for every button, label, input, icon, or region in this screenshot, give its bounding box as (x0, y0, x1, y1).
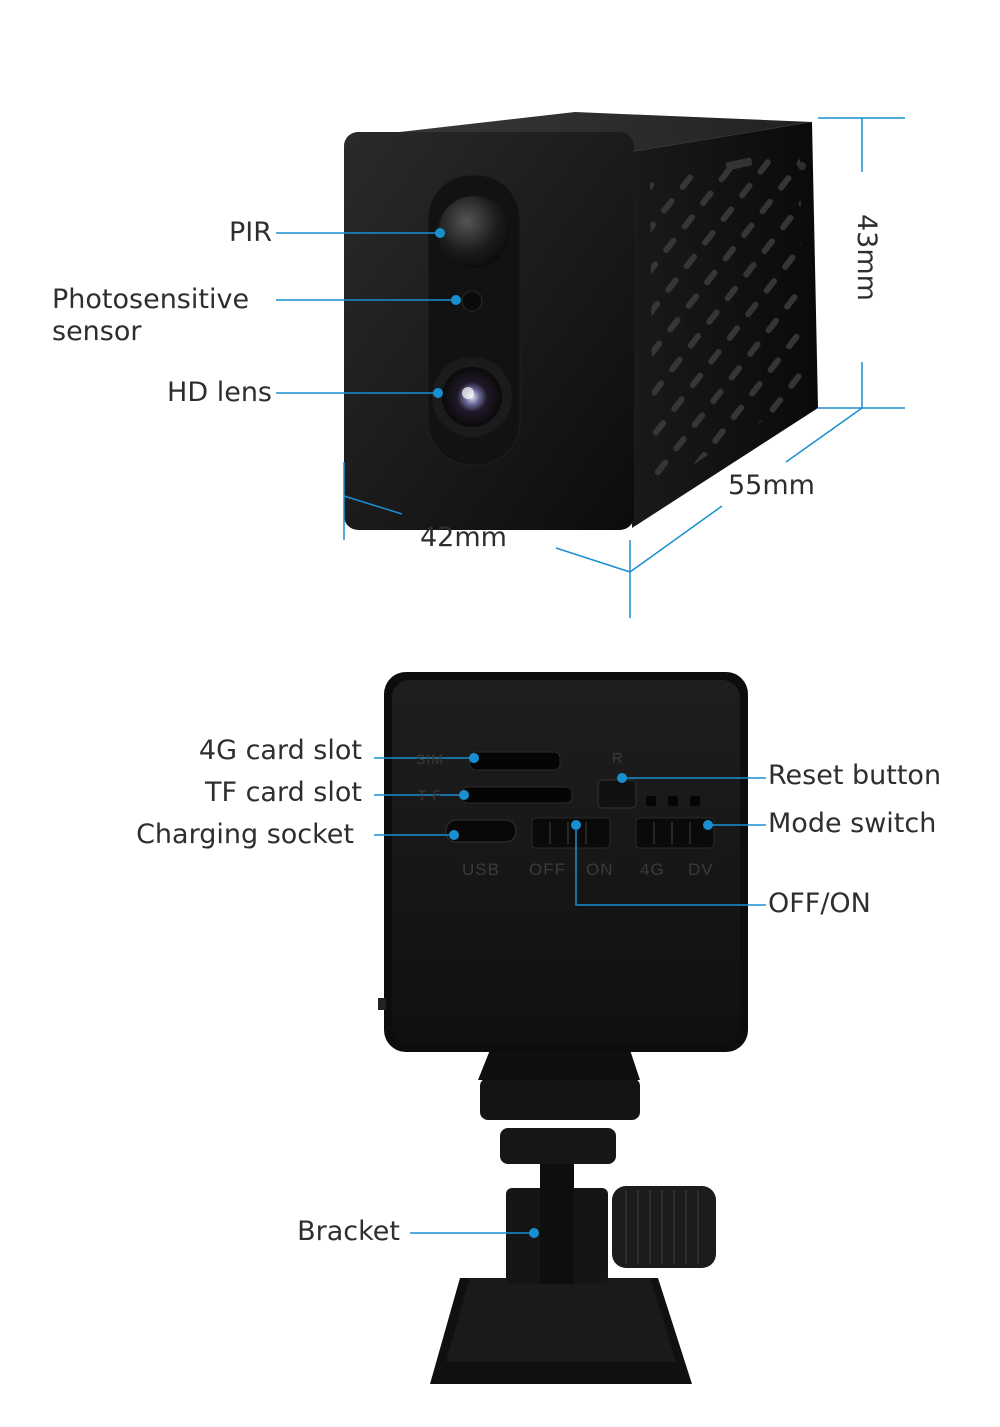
callout-4g-card-slot: 4G card slot (198, 735, 362, 766)
mount-collar (500, 1128, 616, 1164)
callout-photosensitive-sensor: Photosensitive sensor (52, 284, 250, 348)
panel-mark-dv: DV (688, 860, 714, 879)
front-callout-lines (276, 228, 461, 398)
camera-vent-grille (650, 150, 803, 490)
mount-arm-right (566, 1188, 608, 1284)
dimension-depth: 55mm (728, 470, 815, 501)
mount-arm-left (506, 1188, 548, 1284)
callout-tf-card-slot: TF card slot (204, 777, 362, 808)
mount-nut (480, 1078, 640, 1120)
panel-mark-tf: T F (418, 787, 442, 803)
side-screw (798, 162, 806, 170)
mount-arm-center (540, 1158, 574, 1284)
mount-neck (478, 1050, 640, 1080)
callout-mode-switch: Mode switch (768, 808, 937, 839)
mount-knob (612, 1186, 716, 1268)
back-callout-lines (374, 753, 766, 1238)
pir-sensor (438, 196, 510, 268)
dimension-height: 43mm (851, 214, 882, 301)
panel-mark-sim: SIM (416, 751, 444, 767)
panel-mark-on: ON (586, 860, 614, 879)
power-switch (531, 817, 611, 849)
mode-indicator-dots (646, 796, 700, 806)
callout-pir: PIR (228, 217, 272, 248)
callout-reset-button: Reset button (768, 760, 942, 791)
panel-mark-usb: USB (462, 860, 500, 879)
photosensitive-sensor (461, 290, 483, 312)
usb-socket (445, 819, 517, 843)
reset-button (597, 779, 637, 809)
side-slot (725, 157, 753, 171)
callout-hd-lens: HD lens (167, 377, 272, 408)
callout-charging-socket: Charging socket (136, 819, 354, 850)
mode-switch (635, 817, 715, 849)
dimension-width: 42mm (420, 522, 507, 553)
callout-off-on: OFF/ON (768, 888, 871, 919)
sim-card-slot (469, 751, 561, 771)
panel-mark-4g: 4G (640, 860, 665, 879)
camera-back-panel (392, 680, 740, 1044)
dimension-lines (343, 117, 905, 618)
tf-card-slot (461, 786, 573, 804)
panel-mark-off: OFF (529, 860, 566, 879)
callout-bracket: Bracket (297, 1216, 400, 1247)
panel-mark-reset: R (612, 750, 624, 767)
